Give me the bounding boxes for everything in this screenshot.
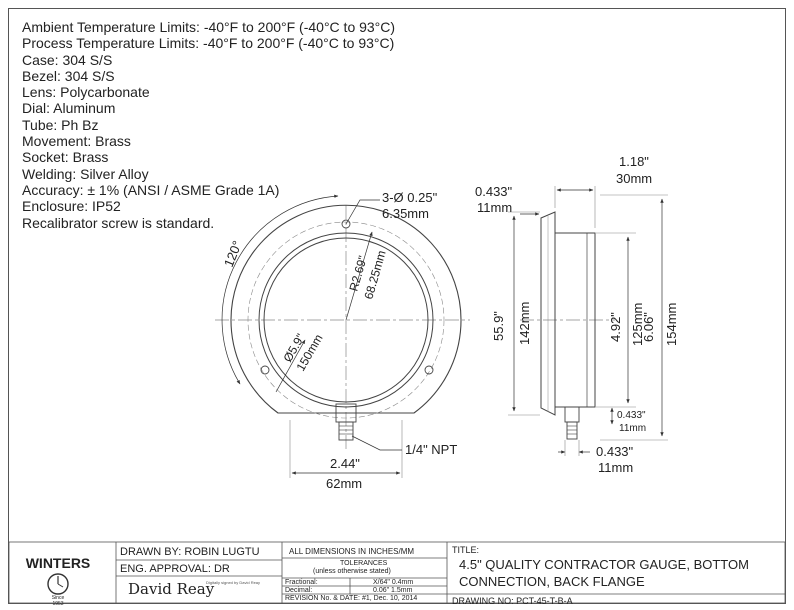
tolerances-heading: TOLERANCES <box>340 560 388 567</box>
depth-mm-label: 30mm <box>616 171 652 186</box>
decimal-label: Decimal: <box>285 587 313 594</box>
spec-tube: Tube: Ph Bz <box>22 116 99 133</box>
case-dia-label: 4.92" <box>608 312 623 342</box>
overall-dia-mm-label: 154mm <box>664 303 679 346</box>
revision-value: #1, Dec. 10, 2014 <box>362 595 418 602</box>
logo-text: WINTERS <box>26 555 91 571</box>
spec-accuracy: Accuracy: ± 1% (ANSI / ASME Grade 1A) <box>22 181 280 198</box>
overall-dia-label: 6.06" <box>641 312 656 342</box>
side-view <box>508 186 668 456</box>
drawing-number: DRAWING NO: PCT-45-T-B-A <box>452 596 573 606</box>
drawn-by: DRAWN BY: ROBIN LUGTU <box>120 546 260 558</box>
spec-case: Case: 304 S/S <box>22 51 113 68</box>
case-dia-mm-label: 125mm <box>630 303 645 346</box>
spec-ambient-temp: Ambient Temperature Limits: -40°F to 200… <box>22 19 396 35</box>
title-block-grid <box>8 541 786 604</box>
flange-height-mm-label: 142mm <box>517 302 532 345</box>
spec-dial: Dial: Aluminum <box>22 100 116 117</box>
eng-approval: ENG. APPROVAL: DR <box>120 563 230 575</box>
spec-socket: Socket: Brass <box>22 149 109 166</box>
revision-label: REVISION No. & DATE: <box>285 595 360 602</box>
radius-mm-label: 68.25mm <box>361 249 388 301</box>
spec-lens: Lens: Polycarbonate <box>22 84 150 101</box>
small-offset-label: 0.433" <box>617 410 646 421</box>
flange-mm-label: 11mm <box>477 200 512 215</box>
title-label: TITLE: <box>452 545 480 555</box>
signature: David Reay <box>128 580 215 598</box>
drawing-sheet <box>8 8 786 604</box>
fractional-label: Fractional: <box>285 579 318 586</box>
winters-logo: WINTERS Since 1953 <box>26 555 91 607</box>
signature-note: Digitally signed by David Reay <box>206 580 261 585</box>
depth-label: 1.18" <box>619 154 649 169</box>
holes-mm-label: 6.35mm <box>382 206 429 221</box>
width-label: 2.44" <box>330 456 360 471</box>
drawing-title-line1: 4.5" QUALITY CONTRACTOR GAUGE, BOTTOM <box>459 557 749 572</box>
small-offset-mm-label: 11mm <box>619 423 646 434</box>
decimal-value: 0.06" 1.5mm <box>373 587 413 594</box>
tolerances-sub: (unless otherwise stated) <box>313 568 391 575</box>
spec-process-temp: Process Temperature Limits: -40°F to 200… <box>22 35 395 52</box>
front-view <box>215 194 470 478</box>
logo-since: Since <box>52 595 65 601</box>
holes-label: 3-Ø 0.25" <box>382 190 438 205</box>
flange-label: 0.433" <box>475 184 513 199</box>
npt-label: 1/4" NPT <box>405 442 457 457</box>
fractional-value: X/64" 0.4mm <box>373 579 414 586</box>
bottom-offset-label: 0.433" <box>596 444 634 459</box>
flange-height-label: 55.9" <box>491 311 506 341</box>
drawing-title-line2: CONNECTION, BACK FLANGE <box>459 574 645 589</box>
spec-welding: Welding: Silver Alloy <box>22 165 149 182</box>
bottom-offset-mm-label: 11mm <box>598 460 633 475</box>
dims-note: ALL DIMENSIONS IN INCHES/MM <box>289 547 415 556</box>
spec-recalibrator: Recalibrator screw is standard. <box>22 214 215 231</box>
spec-list: Ambient Temperature Limits: -40°F to 200… <box>22 19 395 231</box>
width-mm-label: 62mm <box>326 476 362 491</box>
logo-year: 1953 <box>52 601 63 607</box>
spec-bezel: Bezel: 304 S/S <box>22 67 115 84</box>
spec-enclosure: Enclosure: IP52 <box>22 198 121 215</box>
spec-movement: Movement: Brass <box>22 133 131 150</box>
